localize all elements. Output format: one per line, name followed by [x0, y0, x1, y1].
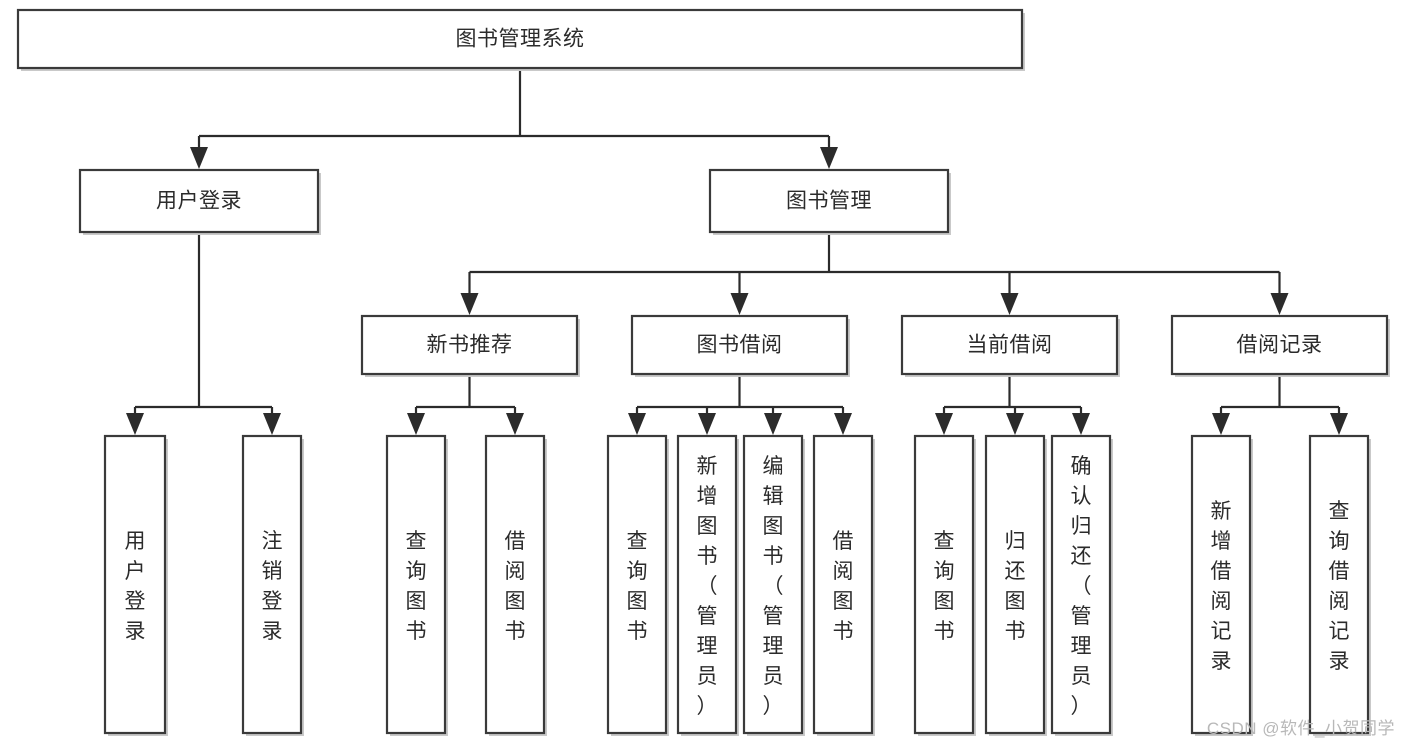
arrow-head-icon [190, 147, 208, 169]
node-label: 新增图书（管理员） [697, 455, 718, 718]
arrow-head-icon [1006, 413, 1024, 435]
node-user-login[interactable]: 用户登录 [78, 168, 321, 235]
node-rect [78, 168, 320, 234]
node-book-borrow[interactable]: 图书借阅 [630, 314, 850, 377]
node-rect [708, 168, 950, 234]
node-label: 图书管理系统 [456, 28, 585, 51]
node-root[interactable]: 图书管理系统 [16, 8, 1025, 71]
node-leaf-user-login[interactable]: 用户登录 [103, 434, 168, 736]
node-rect [1308, 434, 1370, 735]
node-leaf-confirm-return[interactable]: 确认归还（管理员） [1050, 434, 1113, 736]
node-label: 注销登录 [262, 530, 283, 643]
arrow-head-icon [628, 413, 646, 435]
arrow-head-icon [407, 413, 425, 435]
node-rect [676, 434, 738, 735]
arrow-head-icon [1270, 293, 1289, 315]
node-label: 查询图书 [627, 530, 648, 643]
node-rect [812, 434, 874, 735]
node-current-borrow[interactable]: 当前借阅 [900, 314, 1120, 377]
node-borrow-record[interactable]: 借阅记录 [1170, 314, 1390, 377]
arrow-head-icon [1212, 413, 1230, 435]
node-rect [241, 434, 303, 735]
node-label: 当前借阅 [967, 334, 1053, 357]
node-rect [1170, 314, 1389, 376]
node-leaf-return-book[interactable]: 归还图书 [984, 434, 1047, 736]
arrow-head-icon [764, 413, 782, 435]
arrow-head-icon [460, 293, 479, 315]
node-label: 新书推荐 [427, 334, 513, 357]
node-label: 用户登录 [125, 530, 146, 643]
node-leaf-borrow-book-1[interactable]: 借阅图书 [484, 434, 547, 736]
node-label: 查询图书 [406, 530, 427, 643]
node-rect [484, 434, 546, 735]
node-label: 查询借阅记录 [1329, 500, 1350, 673]
connectors-layer [126, 68, 1348, 435]
node-leaf-query-book-3[interactable]: 查询图书 [913, 434, 976, 736]
node-rect [606, 434, 668, 735]
node-label: 确认归还（管理员） [1071, 455, 1092, 718]
arrow-head-icon [834, 413, 852, 435]
node-leaf-query-book-2[interactable]: 查询图书 [606, 434, 669, 736]
node-label: 图书管理 [786, 190, 872, 213]
node-leaf-user-logout[interactable]: 注销登录 [241, 434, 304, 736]
node-label: 借阅图书 [833, 530, 854, 643]
arrow-head-icon [820, 147, 838, 169]
node-label: 编辑图书（管理员） [763, 455, 784, 718]
nodes-layer: 图书管理系统用户登录图书管理新书推荐图书借阅当前借阅借阅记录用户登录注销登录查询… [16, 8, 1390, 736]
node-label: 新增借阅记录 [1211, 500, 1232, 673]
arrow-head-icon [506, 413, 524, 435]
arrow-head-icon [698, 413, 716, 435]
node-leaf-query-book-1[interactable]: 查询图书 [385, 434, 448, 736]
node-label: 归还图书 [1005, 530, 1026, 643]
node-leaf-query-record[interactable]: 查询借阅记录 [1308, 434, 1371, 736]
node-label: 图书借阅 [697, 334, 783, 357]
arrow-head-icon [263, 413, 281, 435]
node-rect [360, 314, 579, 376]
node-rect [742, 434, 804, 735]
arrow-head-icon [126, 413, 144, 435]
arrow-head-icon [730, 293, 749, 315]
node-rect [913, 434, 975, 735]
node-rect [385, 434, 447, 735]
node-rect [984, 434, 1046, 735]
arrow-head-icon [1330, 413, 1348, 435]
node-rect [900, 314, 1119, 376]
node-rect [630, 314, 849, 376]
node-rect [16, 8, 1024, 70]
node-rect [1050, 434, 1112, 735]
arrow-head-icon [1072, 413, 1090, 435]
node-rect [1190, 434, 1252, 735]
node-leaf-add-record[interactable]: 新增借阅记录 [1190, 434, 1253, 736]
node-rect [103, 434, 167, 735]
arrow-head-icon [1000, 293, 1019, 315]
node-new-book-recommend[interactable]: 新书推荐 [360, 314, 580, 377]
node-leaf-edit-book[interactable]: 编辑图书（管理员） [742, 434, 805, 736]
node-leaf-add-book[interactable]: 新增图书（管理员） [676, 434, 739, 736]
node-label: 查询图书 [934, 530, 955, 643]
node-leaf-borrow-book-2[interactable]: 借阅图书 [812, 434, 875, 736]
arrow-head-icon [935, 413, 953, 435]
node-label: 借阅记录 [1237, 334, 1323, 357]
node-label: 用户登录 [156, 190, 242, 213]
node-label: 借阅图书 [505, 530, 526, 643]
node-book-manage[interactable]: 图书管理 [708, 168, 951, 235]
